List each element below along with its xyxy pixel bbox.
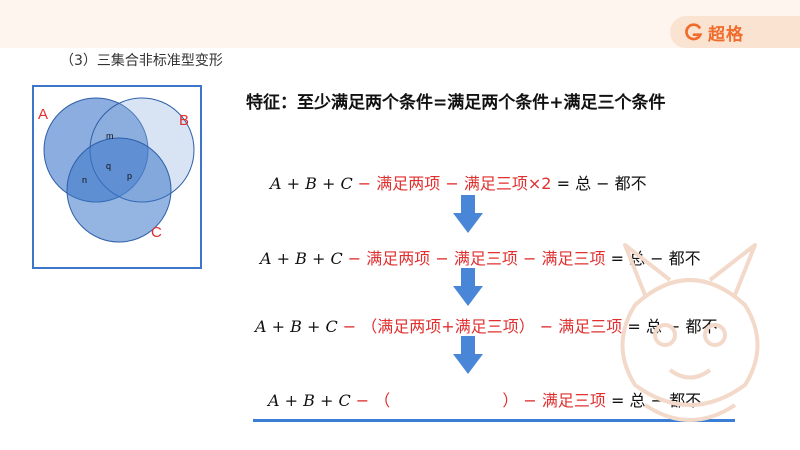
term-three-conditions: 满足三项	[541, 249, 606, 268]
venn-svg: A B C m n p q	[38, 97, 195, 243]
down-arrow-icon	[453, 195, 483, 233]
minus-sign: −	[534, 317, 559, 336]
set-c-circle	[66, 137, 172, 243]
close-paren: ）	[502, 391, 519, 410]
sum-abc: A + B + C	[270, 174, 353, 193]
label-b: B	[179, 112, 189, 129]
region-m: m	[106, 131, 114, 141]
bottom-rule	[253, 419, 735, 422]
minus-sign: −	[350, 391, 375, 410]
brand-pill	[670, 16, 800, 48]
label-a: A	[38, 106, 48, 123]
brand-g-icon	[685, 23, 703, 41]
down-arrow-icon	[453, 268, 483, 306]
region-p: p	[127, 171, 132, 181]
minus-sign: −	[342, 249, 367, 268]
combined-term: （满足两项+满足三项）	[361, 317, 535, 336]
region-n: n	[82, 175, 87, 185]
term-two-conditions: 满足两项	[366, 249, 431, 268]
term-three-conditions-x2: 满足三项×2	[463, 174, 552, 193]
sum-abc: A + B + C	[260, 249, 343, 268]
down-arrow-icon	[453, 336, 483, 374]
minus-sign: −	[517, 249, 542, 268]
brand-logo: 超格	[685, 20, 744, 45]
minus-sign: −	[430, 249, 454, 268]
term-three-conditions: 满足三项	[541, 391, 606, 410]
mascot-watermark-icon	[620, 243, 760, 422]
brand-name: 超格	[708, 24, 744, 45]
term-three-conditions: 满足三项	[453, 249, 518, 268]
venn-diagram: A B C m n p q	[32, 85, 202, 269]
minus-sign: −	[337, 317, 362, 336]
label-c: C	[151, 224, 162, 241]
term-two-conditions: 满足两项	[376, 174, 441, 193]
equation-row-3: A + B + C − （满足两项+满足三项） − 满足三项 = 总 − 都不	[255, 313, 717, 337]
equation-row-4: A + B + C − （） − 满足三项 = 总 − 都不	[268, 387, 701, 411]
minus-sign: −	[440, 174, 464, 193]
section-title: （3）三集合非标准型变形	[60, 53, 223, 69]
equation-row-2: A + B + C − 满足两项 − 满足三项 − 满足三项 = 总 − 都不	[260, 245, 701, 269]
equals-total: = 总 − 都不	[551, 174, 647, 193]
open-paren: （	[374, 391, 391, 410]
sum-abc: A + B + C	[255, 317, 338, 336]
minus-sign: −	[518, 391, 542, 410]
region-q: q	[106, 161, 111, 171]
term-three-conditions: 满足三项	[558, 317, 623, 336]
feature-statement: 特征：至少满足两个条件=满足两个条件+满足三个条件	[246, 93, 666, 113]
minus-sign: −	[352, 174, 377, 193]
equation-row-1: A + B + C − 满足两项 − 满足三项×2 = 总 − 都不	[270, 170, 647, 194]
sum-abc: A + B + C	[268, 391, 351, 410]
header-band	[0, 0, 800, 48]
